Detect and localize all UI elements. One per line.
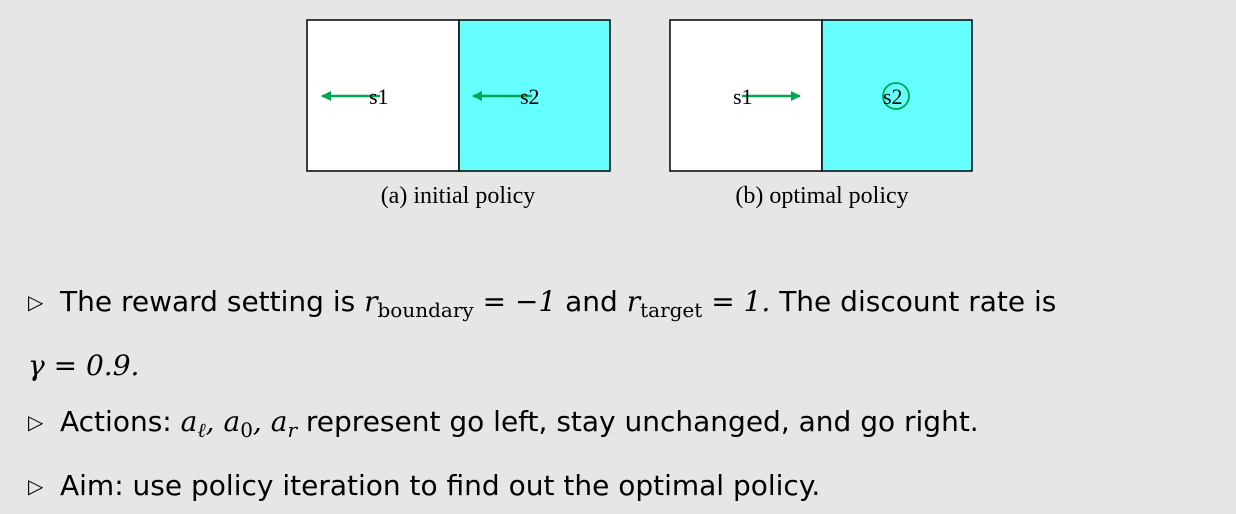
r-target-value: = 1. bbox=[702, 285, 771, 318]
discount-text: The discount rate is bbox=[770, 285, 1057, 318]
r-boundary-symbol: r bbox=[364, 285, 378, 318]
stay-circle-icon bbox=[882, 82, 910, 110]
bullet-actions: ▷Actions: aℓ, a0, ar represent go left, … bbox=[28, 394, 1228, 458]
actions-label: Actions: bbox=[60, 405, 181, 438]
cell-s2 bbox=[821, 19, 973, 172]
triangle-bullet-icon: ▷ bbox=[28, 474, 44, 498]
r-boundary-value: = −1 bbox=[473, 285, 557, 318]
comma: , bbox=[205, 405, 224, 438]
cell-label-s2: s2 bbox=[520, 84, 540, 109]
cell-label-s1: s1 bbox=[733, 84, 753, 109]
bullet-reward: ▷The reward setting is rboundary = −1 an… bbox=[28, 274, 1228, 338]
grid-world-figures: s1 s2 (a) initial policy s1 s2 (b) optim… bbox=[306, 19, 973, 209]
action-left-symbol: a bbox=[180, 405, 198, 438]
action-right-subscript: r bbox=[287, 418, 297, 442]
action-right-symbol: a bbox=[270, 405, 288, 438]
bullet-aim: ▷ Aim: use policy iteration to find out t… bbox=[28, 458, 1228, 514]
comma: , bbox=[252, 405, 271, 438]
figure-caption: (a) initial policy bbox=[381, 183, 536, 209]
aim-text: Aim: use policy iteration to find out th… bbox=[60, 469, 821, 502]
action-stay-symbol: a bbox=[223, 405, 241, 438]
bullet-discount-line: γ = 0.9. bbox=[28, 338, 1228, 394]
action-left-subscript: ℓ bbox=[197, 418, 206, 442]
triangle-bullet-icon: ▷ bbox=[28, 290, 44, 314]
triangle-bullet-icon: ▷ bbox=[28, 410, 44, 434]
cell-label-s2: s2 bbox=[883, 84, 903, 109]
gamma-equation: γ = 0.9. bbox=[28, 349, 140, 382]
action-stay-subscript: 0 bbox=[240, 418, 253, 442]
r-target-subscript: target bbox=[640, 298, 703, 322]
figure-initial-policy: s1 s2 (a) initial policy bbox=[306, 19, 611, 209]
figure-caption: (b) optimal policy bbox=[735, 183, 908, 209]
reward-text: The reward setting is bbox=[60, 285, 365, 318]
r-target-symbol: r bbox=[626, 285, 641, 318]
r-boundary-subscript: boundary bbox=[377, 298, 474, 322]
actions-description: represent go left, stay unchanged, and g… bbox=[297, 405, 979, 438]
and-text: and bbox=[556, 285, 627, 318]
cell-label-s1: s1 bbox=[369, 84, 389, 109]
figure-optimal-policy: s1 s2 (b) optimal policy bbox=[669, 19, 973, 209]
bullet-list: ▷The reward setting is rboundary = −1 an… bbox=[28, 274, 1228, 514]
